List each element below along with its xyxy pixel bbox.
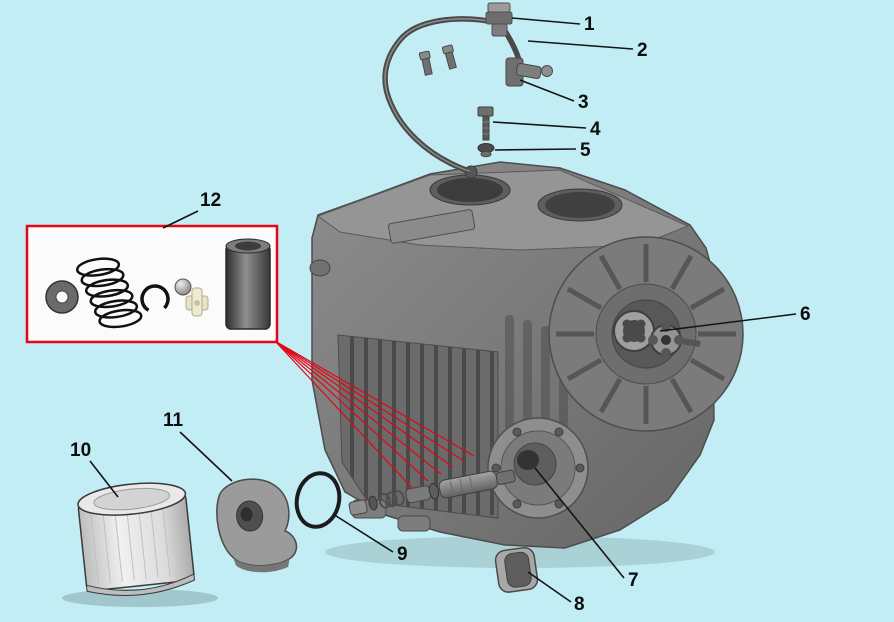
filter-flutes bbox=[90, 501, 183, 585]
kit-plastic-guide bbox=[185, 287, 209, 317]
callout-leader-lines bbox=[89, 17, 797, 603]
part-10-oil-filter bbox=[77, 482, 196, 596]
callout-label-8: 8 bbox=[574, 594, 585, 615]
leader-line-1 bbox=[511, 17, 581, 25]
part-1-top-fitting bbox=[485, 2, 513, 37]
leader-line-12 bbox=[162, 210, 199, 229]
callout-label-12: 12 bbox=[200, 190, 221, 211]
engine-block-illustration bbox=[309, 161, 744, 549]
leader-line-8 bbox=[527, 571, 572, 603]
callout-label-7: 7 bbox=[628, 570, 639, 591]
callout-label-11: 11 bbox=[163, 410, 184, 431]
callout-label-9: 9 bbox=[397, 544, 408, 565]
callout-label-6: 6 bbox=[800, 304, 811, 325]
leader-line-6 bbox=[659, 313, 797, 332]
kit-spring bbox=[75, 257, 143, 329]
kit-snap-ring bbox=[140, 284, 170, 314]
part-8-half-shell bbox=[494, 546, 539, 593]
part-11-pump-cover bbox=[216, 478, 298, 573]
part-2-fuel-line-pipe bbox=[382, 16, 522, 174]
plunger-spring bbox=[378, 490, 405, 509]
cylinder-bore-1-hole bbox=[437, 178, 503, 202]
cylinder-bore-2-hole bbox=[545, 192, 615, 218]
leader-line-10 bbox=[89, 460, 119, 498]
callout-label-4: 4 bbox=[590, 119, 601, 140]
part-4-bolt bbox=[477, 106, 494, 141]
boss-bolts bbox=[491, 427, 585, 509]
kit-ball bbox=[174, 278, 192, 296]
leader-line-3 bbox=[519, 79, 575, 102]
callout-label-2: 2 bbox=[637, 40, 648, 61]
part-7-plunger-assembly bbox=[348, 469, 516, 516]
leader-line-2 bbox=[527, 40, 634, 50]
callout-label-5: 5 bbox=[580, 140, 591, 161]
left-boss bbox=[309, 259, 331, 277]
pipe-banjo-bolt-b bbox=[442, 44, 457, 70]
leader-line-5 bbox=[494, 148, 577, 151]
callout-label-10: 10 bbox=[70, 440, 91, 461]
leader-line-9 bbox=[332, 513, 394, 553]
leader-line-11 bbox=[179, 431, 233, 482]
leader-line-7 bbox=[534, 467, 625, 579]
top-bracket bbox=[387, 209, 476, 244]
part-6-oil-pump-rotors bbox=[613, 310, 701, 358]
part-5-flange-nut bbox=[477, 143, 495, 158]
callout-label-3: 3 bbox=[578, 92, 589, 113]
housing-ribs bbox=[556, 244, 736, 424]
plunger-bore-hole bbox=[517, 450, 539, 470]
part-9-o-ring bbox=[294, 471, 342, 529]
part-12-kit-box bbox=[25, 224, 279, 344]
part-3-elbow-fitting bbox=[505, 57, 553, 87]
kit-washer bbox=[45, 280, 79, 314]
kit-reference-lines bbox=[274, 340, 475, 490]
leader-line-4 bbox=[492, 121, 587, 129]
kit-sleeve bbox=[225, 238, 271, 330]
callout-label-1: 1 bbox=[584, 14, 595, 35]
mount-tab-2 bbox=[397, 515, 431, 532]
pipe-banjo-bolt-a bbox=[418, 50, 433, 76]
